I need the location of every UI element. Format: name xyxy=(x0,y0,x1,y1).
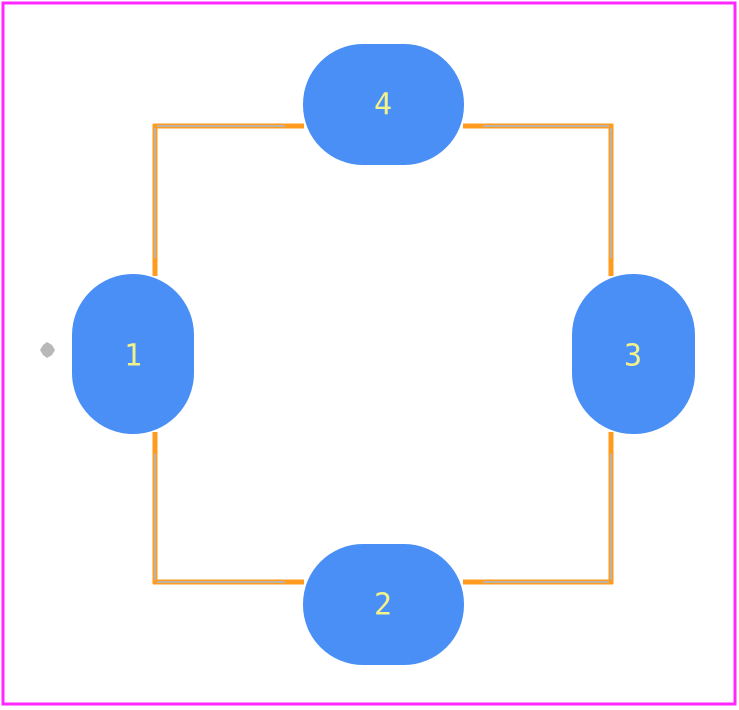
origin-marker-shape xyxy=(40,342,55,358)
pad-3[interactable]: 3 xyxy=(572,274,695,434)
pads-group: 1 2 3 4 xyxy=(72,44,695,665)
silkscreen-outline xyxy=(152,123,614,585)
pad-4[interactable]: 4 xyxy=(303,44,464,165)
pad-2-label: 2 xyxy=(374,588,392,623)
pad-1[interactable]: 1 xyxy=(72,274,194,434)
pad-1-shape[interactable] xyxy=(72,274,194,434)
pad-3-label: 3 xyxy=(624,339,642,374)
origin-marker-icon xyxy=(40,342,55,358)
pad-2[interactable]: 2 xyxy=(303,544,464,665)
pad-4-label: 4 xyxy=(374,88,392,123)
pad-1-label: 1 xyxy=(124,339,142,374)
pad-4-shape[interactable] xyxy=(303,44,464,165)
pad-2-shape[interactable] xyxy=(303,544,464,665)
fab-outline xyxy=(154,125,612,583)
pad-3-shape[interactable] xyxy=(572,274,695,434)
